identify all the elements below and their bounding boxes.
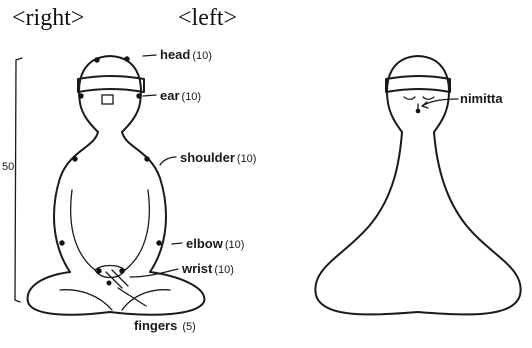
right-figure-legs xyxy=(28,272,205,315)
left-figure-eye-2 xyxy=(423,97,434,99)
point-shoulder-1 xyxy=(72,156,77,161)
point-head-2 xyxy=(124,56,129,61)
label-head: head(10) xyxy=(160,47,212,62)
point-fingers xyxy=(107,281,112,286)
right-figure-torso xyxy=(54,132,98,272)
left-figure-eye-1 xyxy=(404,97,415,99)
right-figure-marker xyxy=(102,95,113,104)
leader-fingers xyxy=(118,288,146,306)
label-shoulder: shoulder(10) xyxy=(180,150,256,165)
leader-elbow xyxy=(172,243,182,244)
nimitta-point xyxy=(416,109,421,114)
leader-shoulder xyxy=(160,157,176,165)
point-elbow-1 xyxy=(59,240,64,245)
left-figure-head xyxy=(387,56,449,132)
right-figure-headband xyxy=(78,76,144,92)
label-fingers: fingers(5) xyxy=(134,318,196,333)
label-wrist: wrist(10) xyxy=(181,261,234,276)
point-head-1 xyxy=(94,57,99,62)
left-figure-headband xyxy=(386,76,450,92)
height-scale-line xyxy=(15,58,22,302)
leader-head xyxy=(143,55,156,56)
left-figure-body xyxy=(315,132,520,314)
point-ear-1 xyxy=(78,93,83,98)
point-wrist-2 xyxy=(119,268,124,273)
label-nimitta: nimitta xyxy=(460,91,503,106)
height-scale-value: 50 xyxy=(2,161,14,173)
label-elbow: elbow(10) xyxy=(186,236,244,251)
point-elbow-2 xyxy=(156,240,161,245)
point-shoulder-2 xyxy=(144,156,149,161)
point-wrist-1 xyxy=(96,268,101,273)
point-ear-2 xyxy=(136,93,141,98)
label-ear: ear(10) xyxy=(160,88,201,103)
leader-ear xyxy=(143,95,156,96)
